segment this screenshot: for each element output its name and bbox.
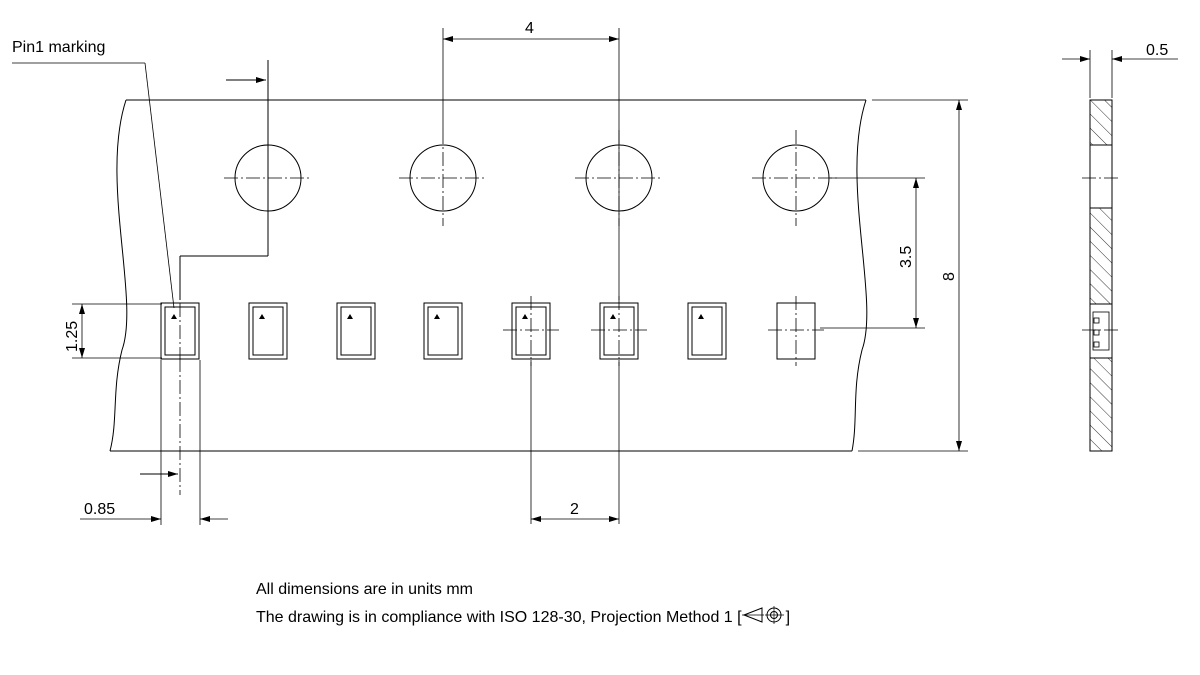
dimension-label-0-85: 0.85 [84,501,115,518]
compliance-note: The drawing is in compliance with ISO 12… [256,606,790,627]
cavity [423,302,463,360]
pin1-triangle-icon [171,314,177,319]
cavity [503,296,559,366]
cavity [248,302,288,360]
tape-side-view [1082,99,1120,452]
dimension-cavity-height: 1.25 [64,303,162,359]
cavity [687,302,727,360]
pin1-triangle-icon [698,314,704,319]
sprocket-hole [399,130,487,226]
compliance-suffix: ] [785,609,791,626]
pin1-triangle-icon [347,314,353,319]
pin1-triangle-icon [434,314,440,319]
units-note: All dimensions are in units mm [256,581,473,598]
projection-method-icon [741,606,784,624]
dimension-label-3-5: 3.5 [898,246,915,268]
pin1-label: Pin1 marking [12,39,105,56]
cavity [336,302,376,360]
pin1-leader: Pin1 marking [12,39,175,309]
dimension-cavity-offset: 0.85 [80,360,228,525]
tape-outline [109,99,868,452]
dimension-label-2: 2 [570,501,579,518]
pin1-triangle-icon [522,314,528,319]
cavity [768,296,824,366]
dimension-label-pitch: 4 [525,20,534,37]
dimension-vertical: 3.5 8 [820,99,968,452]
cavity [160,302,200,360]
dimension-label-thickness: 0.5 [1146,42,1168,59]
reference-lines [140,60,269,495]
dimension-cavity-pitch: 2 [530,360,620,524]
dimension-label-1-25: 1.25 [64,321,81,352]
compliance-text: The drawing is in compliance with ISO 12… [256,609,742,626]
cavity [591,296,647,366]
dimension-label-8: 8 [941,272,958,281]
cavities [160,296,824,366]
dimension-pitch-4: 4 [442,20,620,300]
pin1-triangle-icon [610,314,616,319]
pin1-triangle-icon [259,314,265,319]
sprocket-hole [752,130,840,226]
sprocket-holes [224,130,840,226]
dimension-thickness: 0.5 [1062,42,1178,98]
